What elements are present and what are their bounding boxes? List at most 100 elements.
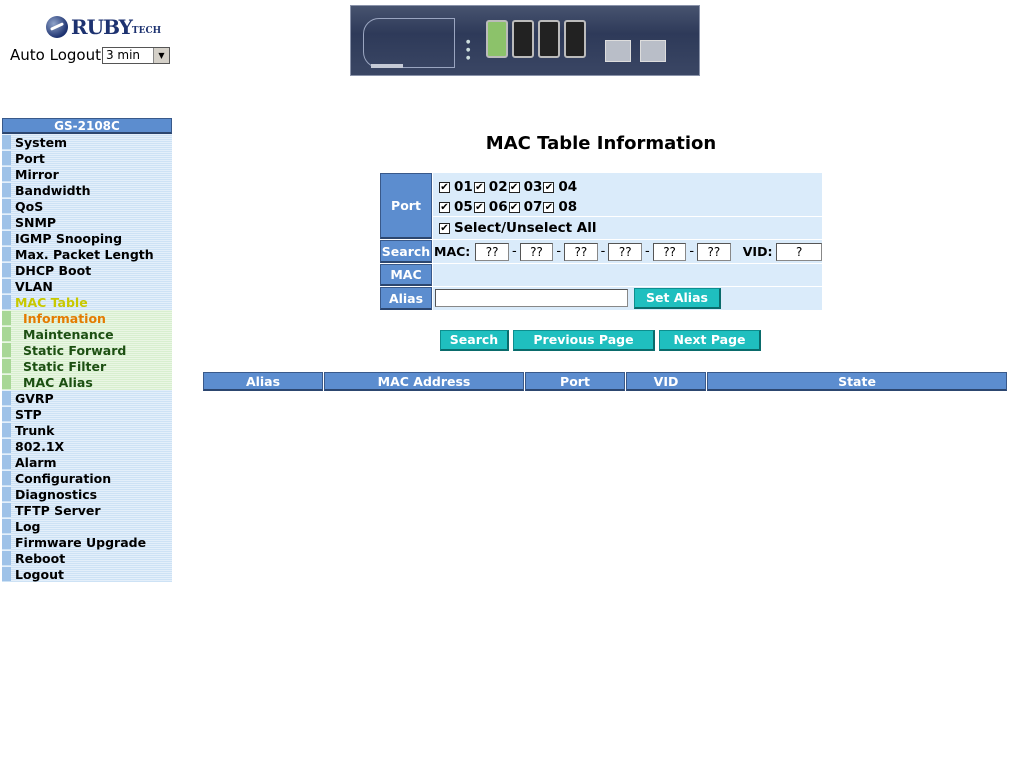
mac-octet-4-input[interactable]: ?? bbox=[608, 242, 643, 261]
vid-input[interactable]: ? bbox=[776, 242, 822, 261]
port-label: 01 bbox=[454, 179, 473, 195]
sidebar-item-igmp-snooping[interactable]: IGMP Snooping bbox=[2, 230, 172, 246]
port-checkbox-01[interactable]: ✔ 01 bbox=[439, 179, 473, 195]
port-label: 02 bbox=[488, 179, 508, 195]
sidebar-item-label: Alarm bbox=[15, 454, 57, 470]
port-checkbox-06[interactable]: ✔06 bbox=[473, 199, 508, 215]
device-port-1[interactable] bbox=[486, 20, 508, 58]
mac-octet-3-input[interactable]: ?? bbox=[564, 242, 598, 261]
sidebar-item-system[interactable]: System bbox=[2, 134, 172, 150]
device-port-4[interactable] bbox=[564, 20, 586, 58]
sidebar-item-snmp[interactable]: SNMP bbox=[2, 214, 172, 230]
checkbox-checked-icon[interactable]: ✔ bbox=[439, 201, 450, 213]
sidebar-item-label: Firmware Upgrade bbox=[15, 534, 147, 550]
set-alias-button[interactable]: Set Alias bbox=[634, 288, 721, 309]
mac-octet-2-input[interactable]: ?? bbox=[519, 242, 554, 261]
checkbox-checked-icon[interactable]: ✔ bbox=[543, 181, 555, 193]
sidebar-marker bbox=[2, 135, 11, 149]
sidebar-item-max-packet-length[interactable]: Max. Packet Length bbox=[2, 246, 172, 262]
device-port-2[interactable] bbox=[512, 20, 534, 58]
sidebar-item-mac-table[interactable]: MAC Table bbox=[2, 294, 172, 310]
sidebar-item-label: QoS bbox=[15, 198, 44, 214]
sidebar-item-label: Static Filter bbox=[23, 358, 107, 374]
switch-front-panel-image: ● ● ● bbox=[350, 5, 700, 76]
select-all-row: ✔Select/Unselect All bbox=[433, 217, 822, 239]
port-checkbox-03[interactable]: ✔03 bbox=[508, 179, 542, 195]
sidebar-item-dhcp-boot[interactable]: DHCP Boot bbox=[2, 262, 172, 278]
sidebar-item-vlan[interactable]: VLAN bbox=[2, 278, 172, 294]
sidebar-item-diagnostics[interactable]: Diagnostics bbox=[2, 486, 172, 502]
sidebar-marker bbox=[2, 407, 11, 421]
sidebar-item-qos[interactable]: QoS bbox=[2, 198, 172, 214]
status-leds: ● ● ● bbox=[466, 39, 474, 61]
previous-page-button[interactable]: Previous Page bbox=[513, 330, 655, 351]
auto-logout: Auto Logout 3 min ▼ bbox=[10, 46, 170, 64]
sidebar-marker bbox=[2, 487, 11, 501]
port-checkbox-07[interactable]: ✔07 bbox=[508, 199, 542, 215]
sidebar-item-mirror[interactable]: Mirror bbox=[2, 166, 172, 182]
sidebar: GS-2108C System Port Mirror Bandwidth Qo… bbox=[2, 118, 172, 582]
sidebar-subitem-information[interactable]: Information bbox=[2, 310, 172, 326]
sidebar-item-trunk[interactable]: Trunk bbox=[2, 422, 172, 438]
port-checkbox-08[interactable]: ✔08 bbox=[543, 199, 577, 215]
sidebar-marker bbox=[2, 279, 11, 293]
alias-row: Set Alias bbox=[433, 287, 822, 310]
sidebar-item-log[interactable]: Log bbox=[2, 518, 172, 534]
sidebar-subitem-mac-alias[interactable]: MAC Alias bbox=[2, 374, 172, 390]
mac-octet-5-input[interactable]: ?? bbox=[652, 242, 687, 261]
checkbox-checked-icon[interactable]: ✔ bbox=[439, 181, 450, 193]
sidebar-subitem-maintenance[interactable]: Maintenance bbox=[2, 326, 172, 342]
sidebar-item-logout[interactable]: Logout bbox=[2, 566, 172, 582]
mac-prefix-label: MAC: bbox=[434, 244, 471, 259]
sidebar-item-label: MAC Table bbox=[15, 294, 88, 310]
sidebar-item-label: Log bbox=[15, 518, 41, 534]
sidebar-item-label: IGMP Snooping bbox=[15, 230, 123, 246]
next-page-button[interactable]: Next Page bbox=[659, 330, 761, 351]
device-sfp-1[interactable] bbox=[605, 40, 631, 62]
checkbox-checked-icon[interactable]: ✔ bbox=[508, 181, 520, 193]
sidebar-item-bandwidth[interactable]: Bandwidth bbox=[2, 182, 172, 198]
sidebar-subitem-static-forward[interactable]: Static Forward bbox=[2, 342, 172, 358]
checkbox-checked-icon[interactable]: ✔ bbox=[439, 222, 450, 234]
checkbox-checked-icon[interactable]: ✔ bbox=[473, 181, 485, 193]
sidebar-item-label: Maintenance bbox=[23, 326, 114, 342]
search-button[interactable]: Search bbox=[440, 330, 509, 351]
chevron-down-icon[interactable]: ▼ bbox=[152, 47, 169, 63]
checkbox-checked-icon[interactable]: ✔ bbox=[543, 201, 555, 213]
port-checkbox-05[interactable]: ✔05 bbox=[439, 199, 473, 215]
sidebar-marker bbox=[2, 151, 11, 165]
sidebar-marker bbox=[2, 295, 11, 309]
sidebar-marker bbox=[2, 247, 11, 261]
device-sfp-2[interactable] bbox=[640, 40, 666, 62]
device-port-3[interactable] bbox=[538, 20, 560, 58]
sidebar-item-reboot[interactable]: Reboot bbox=[2, 550, 172, 566]
port-checkbox-04[interactable]: ✔04 bbox=[543, 179, 577, 195]
sidebar-marker bbox=[2, 423, 11, 437]
panel-stripe bbox=[371, 64, 403, 68]
mac-octet-6-input[interactable]: ?? bbox=[697, 242, 731, 261]
sidebar-item-label: Diagnostics bbox=[15, 486, 98, 502]
sidebar-item-stp[interactable]: STP bbox=[2, 406, 172, 422]
checkbox-checked-icon[interactable]: ✔ bbox=[508, 201, 520, 213]
sidebar-item-firmware-upgrade[interactable]: Firmware Upgrade bbox=[2, 534, 172, 550]
vid-label: VID: bbox=[742, 244, 773, 259]
sidebar-item-tftp-server[interactable]: TFTP Server bbox=[2, 502, 172, 518]
mac-separator: - bbox=[511, 244, 517, 259]
checkbox-checked-icon[interactable]: ✔ bbox=[473, 201, 485, 213]
sidebar-subitem-static-filter[interactable]: Static Filter bbox=[2, 358, 172, 374]
sidebar-item-gvrp[interactable]: GVRP bbox=[2, 390, 172, 406]
mac-filter-form: Port ✔01 ✔02 ✔03 ✔04 ✔05 ✔06 ✔07 ✔08 ✔Se… bbox=[380, 173, 822, 310]
mac-separator: - bbox=[689, 244, 695, 259]
mac-octet-1-input[interactable]: ?? bbox=[475, 242, 509, 261]
globe-logo-icon bbox=[46, 16, 68, 38]
alias-input[interactable] bbox=[435, 289, 628, 307]
column-header-state: State bbox=[707, 372, 1007, 391]
select-all-checkbox[interactable]: ✔Select/Unselect All bbox=[439, 220, 596, 236]
sidebar-item-alarm[interactable]: Alarm bbox=[2, 454, 172, 470]
port-checkbox-02[interactable]: ✔02 bbox=[473, 179, 508, 195]
sidebar-item-802-1x[interactable]: 802.1X bbox=[2, 438, 172, 454]
sidebar-item-configuration[interactable]: Configuration bbox=[2, 470, 172, 486]
sidebar-item-port[interactable]: Port bbox=[2, 150, 172, 166]
auto-logout-select[interactable]: 3 min ▼ bbox=[101, 46, 170, 64]
sidebar-item-label: STP bbox=[15, 406, 42, 422]
